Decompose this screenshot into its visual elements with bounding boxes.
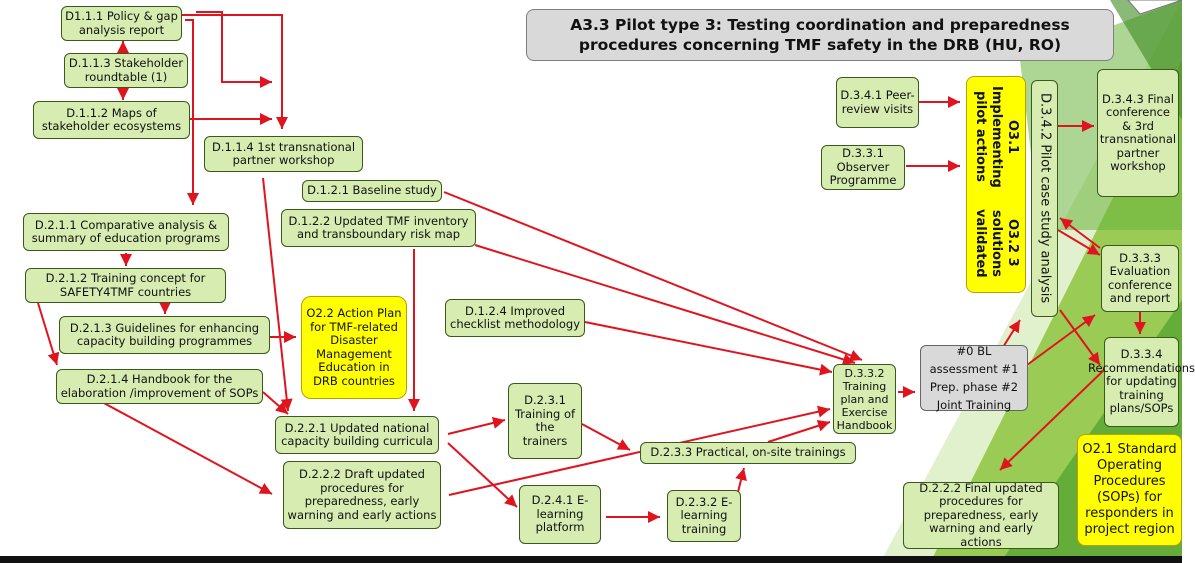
node-d121: D.1.2.1 Baseline study xyxy=(302,180,442,202)
node-d334: D.3.3.4 Recommendations for updating tra… xyxy=(1088,337,1195,427)
node-d341: D.3.4.1 Peer-review visits xyxy=(836,77,919,128)
node-d111: D1.1.1 Policy & gap analysis report xyxy=(61,6,182,41)
node-d212: D.2.1.2 Training concept for SAFETY4TMF … xyxy=(25,268,226,303)
arrow-d111-d211 xyxy=(185,19,199,205)
arrow-d231-d233 xyxy=(581,423,631,451)
node-d331: D.3.3.1 Observer Programme xyxy=(821,145,905,190)
node-d222: D.2.2.2 Draft updated procedures for pre… xyxy=(283,461,441,529)
node-d213: D.2.1.3 Guidelines for enhancing capacit… xyxy=(59,316,270,354)
arrow-d121-d332 xyxy=(443,191,863,362)
arrow-d214-d222 xyxy=(101,401,273,495)
arrow-d233-d332 xyxy=(767,419,831,443)
node-o31-label: O3.1 Implementing pilot actions xyxy=(973,85,1020,188)
node-d113: D.1.1.3 Stakeholder roundtable (1) xyxy=(64,53,188,88)
arrow-d222-d332 xyxy=(448,405,831,496)
arrow-d111-d114 xyxy=(182,14,288,129)
node-d112: D.1.1.2 Maps of stakeholder ecosystems xyxy=(33,101,190,139)
arrow-d212-d214 xyxy=(37,302,60,366)
node-d232: D.2.3.2 E-learning training xyxy=(667,490,741,542)
node-o31-o32: O3.1 Implementing pilot actions O3.2 3 s… xyxy=(966,76,1026,293)
node-d211: D.2.1.1 Comparative analysis & summary o… xyxy=(23,213,229,251)
node-d333: D.3.3.3 Evaluation conference and report xyxy=(1101,245,1179,312)
node-d221: D.2.2.1 Updated national capacity buildi… xyxy=(275,416,439,454)
arrow-d333-d342 xyxy=(1059,217,1101,249)
arrow-d334-d222f xyxy=(999,369,1105,471)
arrow-d342-d334 xyxy=(1059,309,1101,366)
arrow-d214-d221 xyxy=(262,391,289,415)
arrow-d221-d241 xyxy=(447,442,518,508)
node-d122: D.1.2.2 Updated TMF inventory and transb… xyxy=(281,209,476,247)
arrow-d122-d332 xyxy=(474,244,856,366)
node-d214: D.2.1.4 Handbook for the elaboration /im… xyxy=(56,369,263,404)
bottom-border xyxy=(0,556,1182,563)
node-d332: D.3.3.2 Training plan and Exercise Handb… xyxy=(833,364,896,434)
arrow-phases-d342 xyxy=(1026,314,1096,366)
arrow-d124-d332 xyxy=(584,321,833,376)
node-d241: D.2.4.1 E-learning platform xyxy=(519,485,601,544)
node-phases: #0 BL assessment #1 Prep. phase #2 Joint… xyxy=(920,344,1028,412)
diagram-title: A3.3 Pilot type 3: Testing coordination … xyxy=(526,9,1114,61)
node-d114: D.1.1.4 1st transnational partner worksh… xyxy=(204,136,363,172)
node-o32-label: O3.2 3 solutions validated xyxy=(973,208,1020,278)
node-d343: D.3.4.3 Final conference & 3rd transnati… xyxy=(1097,69,1179,197)
node-d233: D.2.3.3 Practical, on-site trainings xyxy=(640,442,856,464)
node-d231: D.2.3.1 Training of the trainers xyxy=(508,383,582,459)
node-d222f: D.2.2.2 Final updated procedures for pre… xyxy=(903,481,1059,549)
arrow-d232-d233 xyxy=(735,467,747,493)
arrow-d342-d333 xyxy=(1057,229,1101,256)
arrow-d114-d221 xyxy=(262,177,293,412)
arrow-d221-d231 xyxy=(447,417,506,435)
node-o22: O2.2 Action Plan for TMF-related Disaste… xyxy=(301,296,407,399)
node-o21: O2.1 Standard Operating Procedures (SOPs… xyxy=(1077,434,1182,546)
node-d124: D.1.2.4 Improved checklist methodology xyxy=(445,299,585,337)
node-d342: D.3.4.2 Pilot case study analysis xyxy=(1031,80,1058,317)
arrow-d111-loop xyxy=(196,11,272,88)
